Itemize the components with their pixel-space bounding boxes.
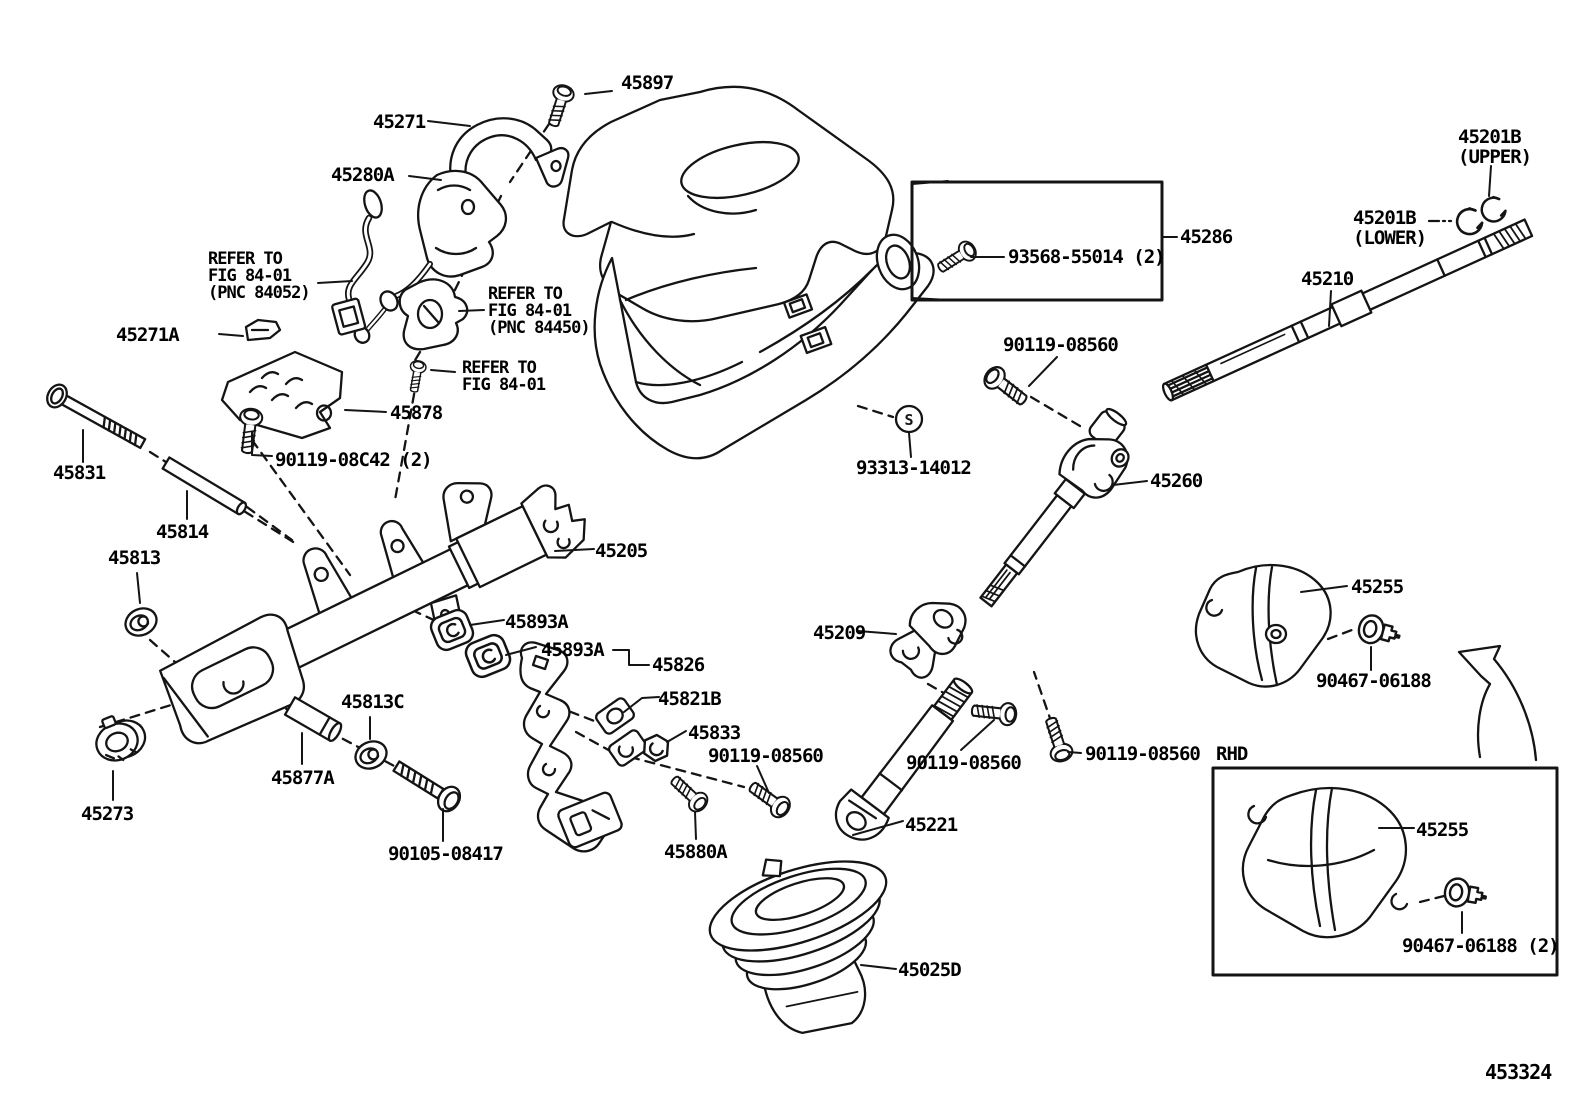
label-93313: 93313-14012 <box>856 457 972 479</box>
screw-45897-art <box>542 81 577 130</box>
label-45880a: 45880A <box>664 841 728 863</box>
label-45893a-1: 45893A <box>505 611 569 633</box>
label-45221: 45221 <box>905 814 958 836</box>
snapring-upper-art <box>1477 193 1509 227</box>
tube-45814-art <box>161 456 248 516</box>
label-45813: 45813 <box>108 547 161 569</box>
label-45878: 45878 <box>390 402 443 424</box>
hole-cover-main-art <box>1194 563 1332 688</box>
label-90105: 90105-08417 <box>388 843 504 865</box>
label-45280a: 45280A <box>331 164 395 186</box>
upper-bracket-art <box>220 350 344 456</box>
label-45255-main: 45255 <box>1351 576 1404 598</box>
clamp-art <box>449 117 570 188</box>
label-45260: 45260 <box>1150 470 1203 492</box>
bolt-90119-right2-art <box>1038 714 1076 766</box>
label-45286: 45286 <box>1180 226 1233 248</box>
intermediate-shaft-art <box>979 407 1130 608</box>
spacer-45877a-art <box>283 696 343 743</box>
label-45877a: 45877A <box>271 767 335 789</box>
figure-code: 453324 <box>1485 1060 1552 1084</box>
lower-shaft-art <box>834 677 974 841</box>
main-shaft-art <box>1161 218 1534 402</box>
assembly-dashed-lines <box>98 122 1446 904</box>
key-cylinder-art <box>398 278 469 394</box>
cover-set-box <box>910 180 1164 302</box>
label-90119-right2: 90119-08560 <box>1085 743 1201 765</box>
column-upper-cover-art <box>562 85 895 323</box>
bolt-90119-mid-art <box>743 775 795 822</box>
label-45255-rhd: 45255 <box>1416 819 1469 841</box>
label-45025d: 45025D <box>898 959 962 981</box>
label-90467-rhd: 90467-06188 (2) <box>1402 935 1560 957</box>
label-45814: 45814 <box>156 521 209 543</box>
label-45821b: 45821B <box>658 688 722 710</box>
clamp-plate-art <box>595 697 648 767</box>
label-rhd: RHD <box>1216 743 1248 765</box>
s-marker-letter: S <box>904 411 913 429</box>
label-90119-top: 90119-08560 <box>1003 334 1119 356</box>
label-90467-main: 90467-06188 <box>1316 670 1432 692</box>
label-93568: 93568-55014 (2) <box>1008 246 1166 268</box>
label-90119-08c42: 90119-08C42 (2) <box>275 449 433 471</box>
bolt-45880a-art <box>665 770 713 817</box>
snapring-lower-art <box>1452 204 1486 239</box>
ujoint-45209-art <box>889 601 967 679</box>
label-45833: 45833 <box>688 722 741 744</box>
label-45271: 45271 <box>373 111 426 133</box>
label-45209: 45209 <box>813 622 866 644</box>
lower-bracket-art <box>519 641 623 853</box>
pushclip-rhd-art <box>1441 875 1490 913</box>
nut-45833-art <box>641 732 671 764</box>
rhd-variant-box <box>1211 766 1559 977</box>
bolt-90119-top-art <box>979 362 1033 412</box>
label-45201b-lower: 45201B(LOWER) <box>1353 207 1427 249</box>
bushing-45273-art <box>95 715 147 762</box>
column-tube-art <box>159 482 586 745</box>
label-90119-mid: 90119-08560 <box>708 745 824 767</box>
direction-arrow <box>1457 644 1538 762</box>
label-45826: 45826 <box>652 654 705 676</box>
grommet-45813c-art <box>354 740 388 770</box>
bolt-90105-art <box>392 760 462 813</box>
label-90119-right1: 90119-08560 <box>906 752 1022 774</box>
label-45271a: 45271A <box>116 324 180 346</box>
spiral-cable-art <box>331 189 383 336</box>
label-45893a-2: 45893A <box>541 639 605 661</box>
label-45205: 45205 <box>595 540 648 562</box>
bolt-45831-art <box>46 383 147 450</box>
grommet-45813-art <box>124 607 158 637</box>
switch-bracket-art <box>353 169 508 344</box>
label-45201b-upper: 45201B(UPPER) <box>1458 126 1532 168</box>
label-45813c: 45813C <box>341 691 405 713</box>
label-45210: 45210 <box>1301 268 1354 290</box>
boot-art <box>708 858 888 1034</box>
clip-45271a-art <box>244 318 282 342</box>
column-lower-cover-art <box>593 233 935 460</box>
label-45897: 45897 <box>621 72 674 94</box>
label-45831: 45831 <box>53 462 106 484</box>
label-45273: 45273 <box>81 803 134 825</box>
bolt-90119-right1-art <box>969 698 1019 728</box>
leader-lines <box>82 90 1492 970</box>
pushclip-main-art <box>1354 611 1404 652</box>
